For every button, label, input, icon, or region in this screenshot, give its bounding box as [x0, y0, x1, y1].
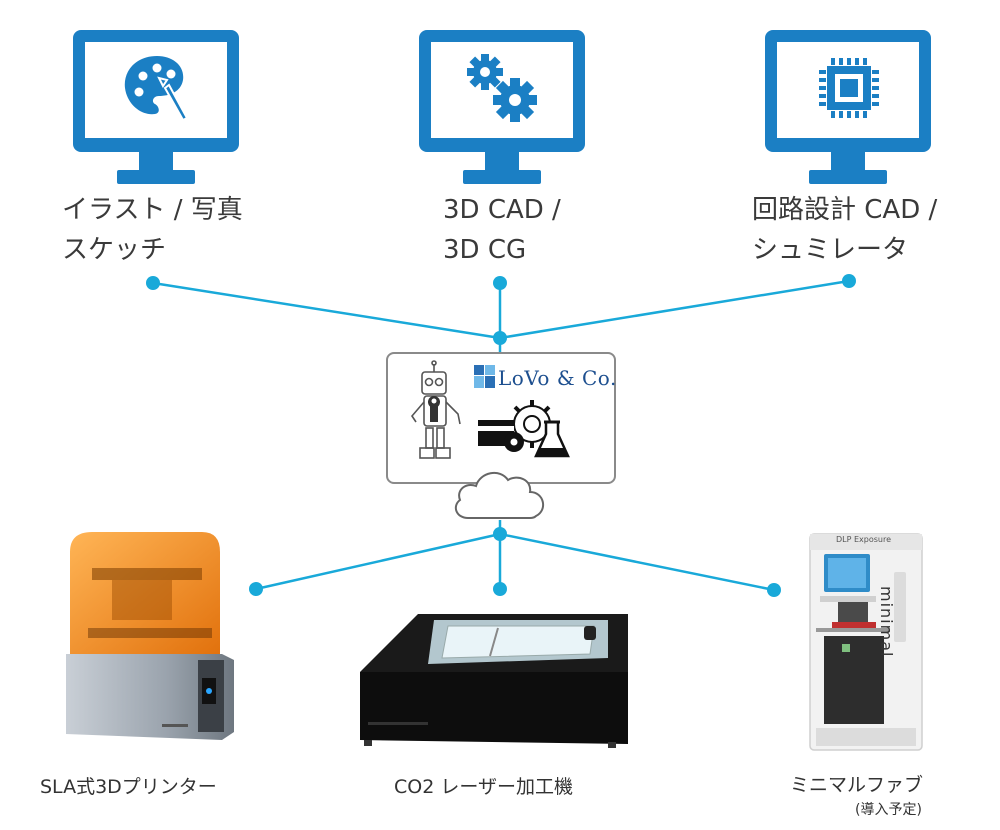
label-line: 回路設計 CAD /: [752, 195, 938, 225]
gear-small-icon: [504, 432, 524, 452]
label-line: 3D CAD /: [443, 195, 561, 225]
puzzle-logo-icon: [474, 365, 495, 388]
node-minimal: [767, 583, 781, 597]
label-cad: 3D CAD / 3D CG: [443, 190, 561, 270]
label-line: 3D CG: [443, 235, 527, 265]
caption-laser-cutter: CO2 レーザー加工機: [394, 776, 573, 798]
node-circuit: [842, 274, 856, 288]
robot-icon: [410, 360, 461, 459]
label-circuit: 回路設計 CAD / シュミレータ: [752, 190, 937, 270]
wrench-icon: [428, 396, 440, 422]
label-line: シュミレータ: [752, 235, 909, 265]
node-cad: [493, 276, 507, 290]
palette-brush-icon: [124, 56, 189, 122]
caption-minimal-note: (導入予定): [855, 802, 922, 818]
cloud-icon: [454, 471, 545, 519]
label-illustration: イラスト / 写真 スケッチ: [62, 190, 243, 270]
sla-printer-image: [66, 532, 234, 740]
caption-sla-printer: SLA式3Dプリンター: [40, 776, 217, 798]
monitor-illustration: [73, 30, 239, 184]
process-illustration: [478, 400, 570, 458]
label-line: スケッチ: [62, 235, 167, 265]
minimal-screen-text: DLP Exposure: [836, 535, 892, 544]
chip-icon: [819, 58, 879, 118]
flask-icon: [534, 420, 570, 458]
monitor-circuit: [765, 30, 931, 184]
hub-logo-text: LoVo & Co.: [498, 366, 617, 390]
laser-cutter-image: [360, 614, 628, 748]
node-laser: [493, 582, 507, 596]
line-minimal: [499, 532, 775, 592]
minimal-brand-text: minimal: [877, 586, 896, 658]
caption-minimal-fab: ミニマルファブ: [790, 774, 924, 796]
monitor-cad: [419, 30, 585, 184]
label-line: イラスト / 写真: [62, 195, 243, 225]
line-circuit: [499, 279, 850, 340]
node-cloud-bottom: [493, 527, 507, 541]
node-printer: [249, 582, 263, 596]
line-printer: [255, 532, 501, 591]
node-illustration: [146, 276, 160, 290]
minimal-fab-image: [809, 533, 923, 751]
line-illustration: [152, 281, 501, 340]
node-hub-top: [493, 331, 507, 345]
